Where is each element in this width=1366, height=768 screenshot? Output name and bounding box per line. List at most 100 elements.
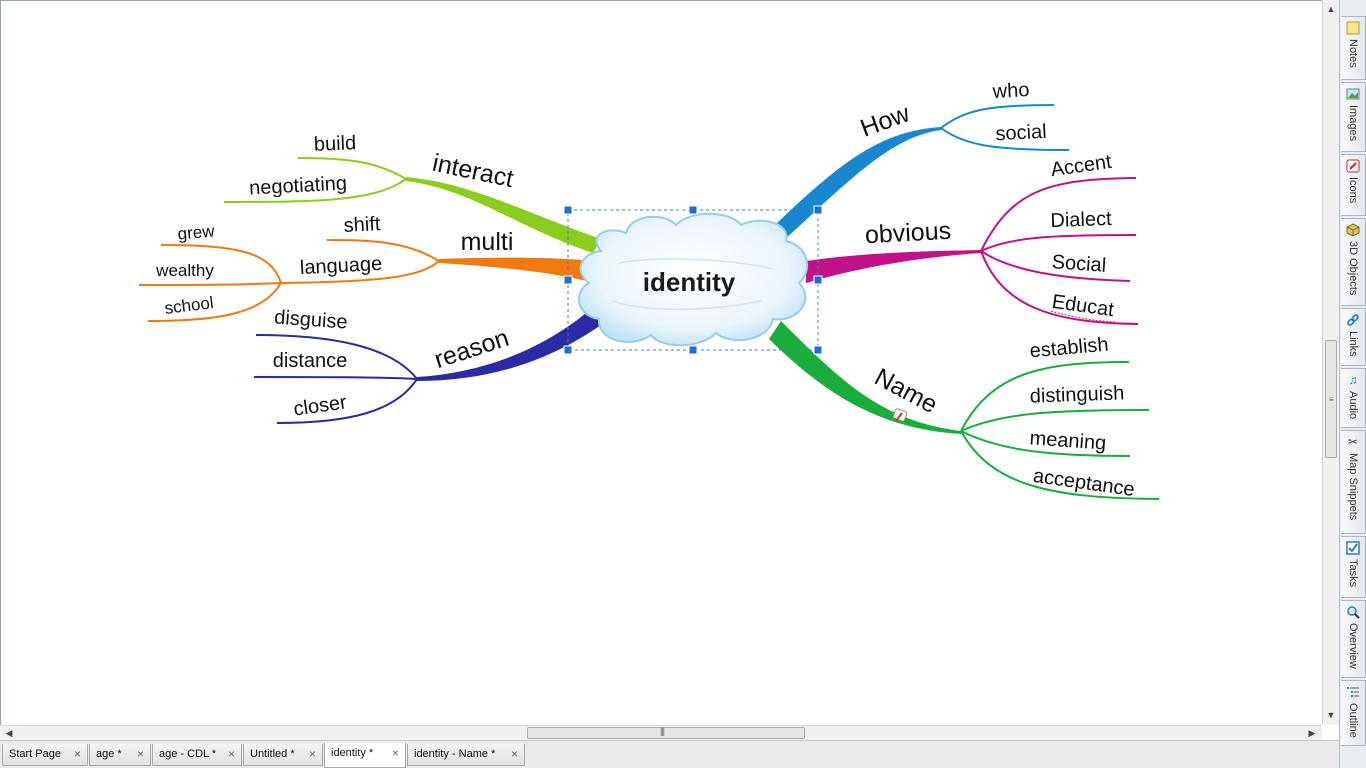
sub-branch-educat-line[interactable]	[980, 250, 1139, 325]
horizontal-scroll-thumb[interactable]: |||	[527, 726, 805, 739]
resize-handle-sw[interactable]	[563, 345, 573, 355]
topic-distinguish[interactable]: distinguish	[1029, 382, 1124, 407]
vertical-scroll-thumb[interactable]: ≡	[1325, 340, 1337, 458]
sub-branch-distance-line[interactable]	[253, 376, 418, 380]
overview-icon	[1346, 605, 1360, 619]
topic-shift[interactable]: shift	[343, 213, 381, 237]
tab-age-cdl[interactable]: age - CDL * ×	[152, 744, 242, 766]
sub-branch-establish-line[interactable]	[960, 361, 1130, 432]
grip-icon: |||	[660, 726, 665, 736]
sub-branch-social2-line[interactable]	[980, 250, 1131, 282]
branch-obvious-line[interactable]	[806, 250, 981, 283]
sub-branch-who-line[interactable]	[940, 104, 1055, 129]
panel-tab-label: Images	[1347, 105, 1359, 142]
panel-tab-links[interactable]: Links	[1341, 308, 1366, 366]
panel-tab-overview[interactable]: Overview	[1341, 600, 1366, 678]
panel-tab-3d-objects[interactable]: 3D Objects	[1341, 218, 1366, 306]
tab-label: age *	[96, 748, 122, 760]
scroll-down-arrow-icon[interactable]: ▼	[1326, 710, 1336, 720]
resize-handle-w[interactable]	[563, 275, 573, 285]
horizontal-scrollbar[interactable]: ◀ ||| ▶	[0, 725, 1322, 740]
topic-disguise[interactable]: disguise	[274, 306, 349, 333]
panel-tab-images[interactable]: Images	[1341, 82, 1366, 152]
scroll-left-arrow-icon[interactable]: ◀	[5, 728, 13, 738]
note-marker-icon[interactable]	[892, 408, 908, 422]
close-icon[interactable]: ×	[73, 747, 81, 761]
sub-branch-grew-line[interactable]	[160, 244, 282, 284]
topic-school[interactable]: school	[164, 293, 215, 318]
scroll-right-arrow-icon[interactable]: ▶	[1308, 728, 1316, 738]
sub-branch-build-line[interactable]	[297, 157, 407, 180]
tab-label: identity - Name *	[414, 748, 496, 760]
panel-tab-label: Overview	[1347, 623, 1359, 669]
sub-branch-disguise-line[interactable]	[255, 334, 418, 380]
topic-wealthy[interactable]: wealthy	[155, 261, 214, 280]
sub-branch-acceptance-line[interactable]	[960, 430, 1160, 500]
topic-dialect[interactable]: Dialect	[1050, 208, 1112, 232]
panel-tab-audio[interactable]: ♫ Audio	[1341, 368, 1366, 428]
panel-tab-map-snippets[interactable]: ✂ Map Snippets	[1341, 430, 1366, 534]
images-icon	[1346, 87, 1360, 101]
tab-start-page[interactable]: Start Page ×	[2, 744, 88, 766]
topic-accent[interactable]: Accent	[1049, 151, 1113, 181]
resize-handle-ne[interactable]	[813, 205, 823, 215]
topic-negotiating[interactable]: negotiating	[249, 172, 348, 199]
topic-who[interactable]: who	[991, 79, 1030, 103]
outline-icon	[1346, 685, 1360, 699]
topic-establish[interactable]: establish	[1029, 334, 1110, 363]
resize-handle-nw[interactable]	[563, 205, 573, 215]
topic-distance[interactable]: distance	[273, 350, 348, 372]
close-icon[interactable]: ×	[308, 747, 316, 761]
tasks-icon	[1346, 541, 1360, 555]
resize-handle-e[interactable]	[813, 275, 823, 285]
panel-tab-label: Icons	[1347, 177, 1359, 204]
tab-identity[interactable]: identity * ×	[324, 743, 406, 768]
branch-reason-line[interactable]	[417, 309, 601, 381]
panel-tab-icons[interactable]: Icons	[1341, 154, 1366, 216]
topic-grew[interactable]: grew	[177, 221, 216, 243]
topic-build[interactable]: build	[314, 132, 357, 155]
tab-identity-name[interactable]: identity - Name * ×	[407, 744, 525, 766]
branch-name-line[interactable]	[769, 321, 961, 434]
sub-branch-social-line[interactable]	[940, 127, 1070, 151]
tab-age[interactable]: age * ×	[89, 744, 151, 766]
sub-branch-meaning-line[interactable]	[960, 430, 1131, 457]
sub-branch-school-line[interactable]	[147, 282, 282, 322]
sub-branch-negotiating-line[interactable]	[223, 178, 407, 203]
vertical-scrollbar[interactable]: ▲ ≡ ▼	[1322, 0, 1339, 725]
topic-language[interactable]: language	[299, 253, 382, 279]
sub-branch-language-line[interactable]	[280, 260, 440, 284]
sub-branch-distinguish-line[interactable]	[960, 409, 1150, 432]
mind-map-canvas[interactable]: identity interact multi reason How obvio…	[0, 0, 1322, 725]
branch-interact-line[interactable]	[406, 177, 601, 253]
panel-tab-outline[interactable]: Outline	[1341, 680, 1366, 746]
close-icon[interactable]: ×	[510, 747, 518, 761]
central-topic[interactable]: identity	[578, 212, 808, 347]
sub-branch-dialect-line[interactable]	[980, 234, 1137, 252]
close-icon[interactable]: ×	[227, 747, 235, 761]
branch-multi-label[interactable]: multi	[461, 228, 514, 256]
topic-closer[interactable]: closer	[292, 391, 348, 420]
sub-branch-shift-line[interactable]	[326, 239, 440, 262]
panel-tab-tasks[interactable]: Tasks	[1341, 536, 1366, 598]
sub-branch-closer-line[interactable]	[276, 378, 418, 424]
resize-handle-n[interactable]	[688, 205, 698, 215]
sub-branch-wealthy-line[interactable]	[138, 282, 282, 286]
tab-untitled[interactable]: Untitled * ×	[243, 744, 323, 766]
resize-handle-se[interactable]	[813, 345, 823, 355]
topic-social-2[interactable]: Social	[1051, 251, 1107, 277]
panel-tab-notes[interactable]: Notes	[1341, 16, 1366, 80]
mind-map[interactable]: identity interact multi reason How obvio…	[1, 1, 1322, 725]
map-snippets-icon: ✂	[1347, 435, 1359, 449]
topic-meaning[interactable]: meaning	[1029, 427, 1107, 454]
sub-branch-accent-line[interactable]	[980, 177, 1137, 252]
close-icon[interactable]: ×	[391, 746, 399, 760]
close-icon[interactable]: ×	[136, 747, 144, 761]
branch-multi-line[interactable]	[439, 257, 596, 283]
selection-box[interactable]	[563, 205, 823, 355]
scroll-up-arrow-icon[interactable]: ▲	[1326, 4, 1336, 14]
branch-obvious-label[interactable]: obvious	[864, 217, 952, 249]
resize-handle-s[interactable]	[688, 345, 698, 355]
topic-social[interactable]: social	[995, 121, 1047, 146]
notes-icon	[1346, 21, 1360, 35]
